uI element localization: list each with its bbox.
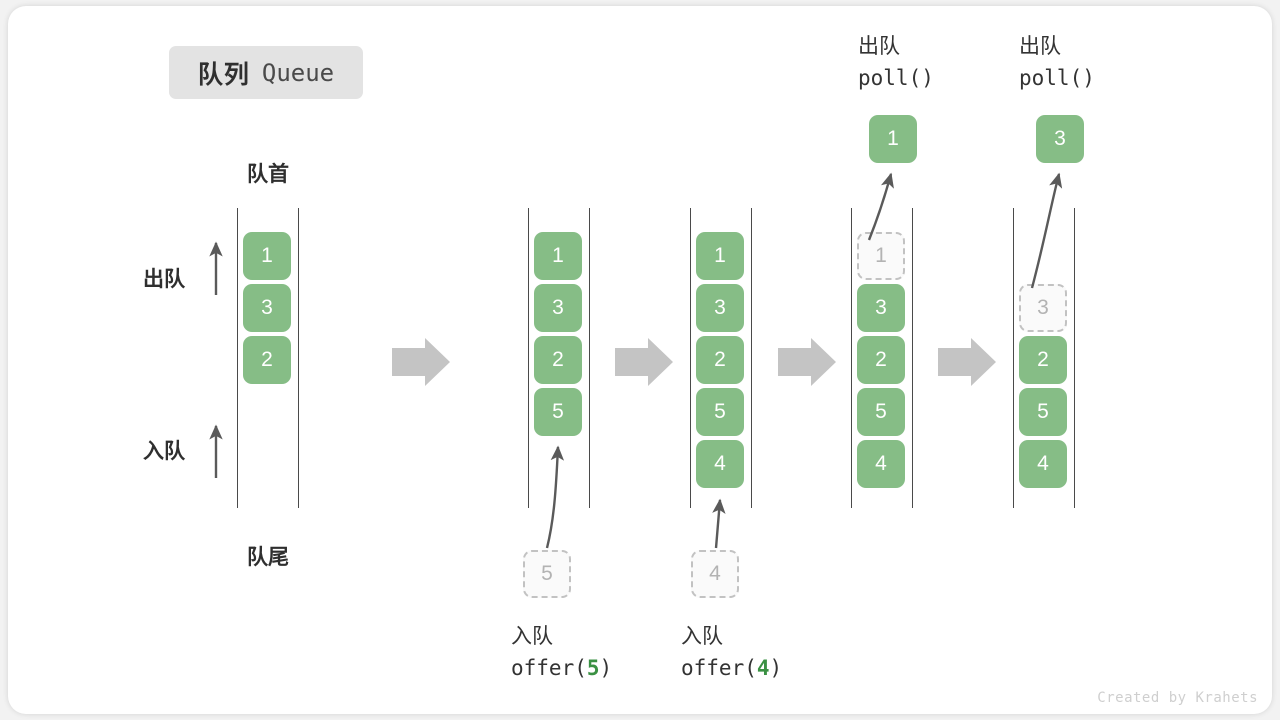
rail-right-col3 [751,208,752,508]
queue-element: 4 [1019,440,1067,488]
outgoing-ghost-element: 3 [1019,284,1067,332]
dequeue-op-code: poll() [858,66,934,90]
dequeue-op-code: poll() [1019,66,1095,90]
queue-element: 4 [857,440,905,488]
queue-head-label: 队首 [247,163,289,186]
rail-left-col4 [851,208,852,508]
queue-element: 2 [534,336,582,384]
enqueue-side-label: 入队 [143,440,185,463]
rail-left-col1 [237,208,238,508]
dequeue-side-label: 出队 [143,268,185,291]
rail-right-col4 [912,208,913,508]
outgoing-ghost-element: 1 [857,232,905,280]
queue-element: 2 [857,336,905,384]
queue-element: 1 [534,232,582,280]
op-code-prefix: offer( [681,656,757,680]
queue-element: 1 [243,232,291,280]
queue-element: 3 [696,284,744,332]
enqueue-op-label: 入队 [681,625,723,648]
diagram-card [8,6,1272,714]
enqueue-op-label: 入队 [511,625,553,648]
rail-right-col2 [589,208,590,508]
queue-element: 2 [243,336,291,384]
rail-left-col5 [1013,208,1014,508]
enqueue-op-code: offer(5) [511,656,612,680]
title-cn: 队列 [197,60,250,89]
rail-right-col5 [1074,208,1075,508]
op-code-value: 5 [586,656,600,680]
queue-element: 3 [243,284,291,332]
credit-text: Created by Krahets [1097,690,1258,706]
op-code-prefix: offer( [511,656,587,680]
outgoing-element: 3 [1036,115,1084,163]
op-code-value: 4 [756,656,770,680]
queue-element: 3 [534,284,582,332]
rail-left-col2 [528,208,529,508]
rail-right-col1 [298,208,299,508]
queue-element: 1 [696,232,744,280]
op-code-suffix: ) [769,656,783,680]
enqueue-op-code: offer(4) [681,656,782,680]
incoming-ghost-element: 4 [691,550,739,598]
title-en: Queue [261,58,335,87]
queue-element: 5 [857,388,905,436]
op-code-suffix: ) [599,656,613,680]
queue-tail-label: 队尾 [247,546,289,569]
queue-element: 5 [696,388,744,436]
queue-element: 3 [857,284,905,332]
queue-element: 4 [696,440,744,488]
rail-left-col3 [690,208,691,508]
queue-element: 5 [1019,388,1067,436]
queue-element: 2 [1019,336,1067,384]
incoming-ghost-element: 5 [523,550,571,598]
queue-element: 5 [534,388,582,436]
dequeue-op-label: 出队 [858,35,900,58]
queue-element: 2 [696,336,744,384]
outgoing-element: 1 [869,115,917,163]
dequeue-op-label: 出队 [1019,35,1061,58]
title-badge: 队列 Queue [169,46,363,99]
